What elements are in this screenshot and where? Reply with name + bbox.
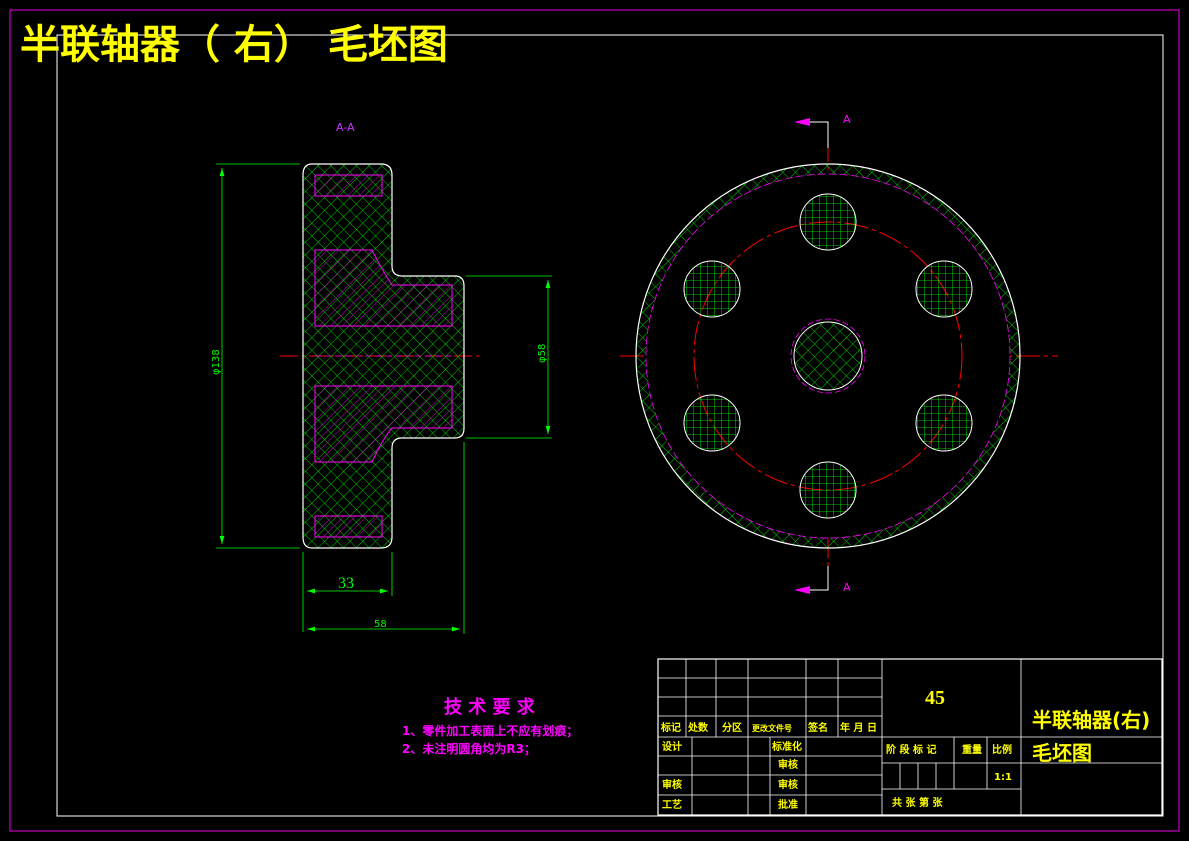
dim-flange-width: 33	[338, 575, 354, 592]
rev-header: 签名	[807, 721, 828, 734]
row-label: 设计	[662, 740, 682, 753]
tech-requirements: 技 术 要 求 1、零件加工表面上不应有划痕； 2、未注明圆角均为R3；	[402, 696, 578, 756]
rev-header: 处数	[687, 721, 709, 734]
title-block	[657, 658, 1163, 816]
section-view: A-A φ138 φ58 33 58	[211, 121, 552, 634]
cut-arrow-top	[794, 118, 810, 126]
bolt-holes	[683, 193, 973, 519]
material-value: 45	[925, 687, 945, 709]
cut-marker-top	[796, 121, 829, 148]
part-name: 半联轴器(右)	[1032, 708, 1150, 732]
cut-label-bottom: A	[843, 581, 851, 594]
bolt-hole	[683, 260, 741, 318]
bolt-hole	[799, 461, 857, 519]
tech-item: 2、未注明圆角均为R3；	[402, 741, 536, 756]
row-label: 标准化	[771, 740, 802, 753]
rev-header: 分区	[722, 721, 742, 734]
scale-value: 1:1	[994, 772, 1012, 783]
dim-total-width: 58	[374, 619, 387, 630]
tech-heading: 技 术 要 求	[444, 696, 536, 718]
cut-marker-bottom	[796, 566, 829, 591]
scale-label: 比例	[992, 743, 1012, 756]
section-inner-hatch	[314, 174, 453, 538]
front-view: A A	[620, 113, 1058, 594]
hub-bore-edge	[790, 318, 866, 394]
section-label: A-A	[336, 121, 355, 134]
title-block-text: 标记 处数 分区 更改文件号 签名 年 月 日 设计 标准化 审核 审核 审核 …	[660, 687, 1150, 811]
sheets-label: 共 张 第 张	[892, 796, 943, 809]
bolt-hole	[915, 394, 973, 452]
rev-header: 年 月 日	[840, 721, 877, 734]
row-label: 批准	[778, 798, 798, 811]
rev-header: 标记	[660, 721, 681, 734]
bolt-hole	[799, 193, 857, 251]
dim-outer-diameter: φ138	[211, 349, 222, 375]
drawing-title: 半联轴器（ 右） 毛坯图	[20, 22, 448, 68]
cut-label-top: A	[843, 113, 851, 126]
inner-frame	[56, 34, 1164, 817]
row-label: 工艺	[662, 798, 682, 811]
tech-item: 1、零件加工表面上不应有划痕；	[402, 723, 578, 738]
weight-label: 重量	[962, 743, 982, 756]
row-label: 审核	[778, 778, 798, 791]
hub-core	[793, 321, 863, 391]
outer-frame	[9, 9, 1180, 832]
bolt-hole	[683, 394, 741, 452]
part-name-sub: 毛坯图	[1032, 741, 1092, 765]
dim-hub-diameter: φ58	[537, 344, 548, 363]
stage-mark-label: 阶 段 标 记	[886, 743, 936, 756]
cut-arrow-bottom	[794, 586, 810, 594]
row-label: 审核	[778, 758, 798, 771]
row-label: 审核	[662, 778, 682, 791]
rev-header: 更改文件号	[752, 723, 792, 733]
bolt-hole	[915, 260, 973, 318]
